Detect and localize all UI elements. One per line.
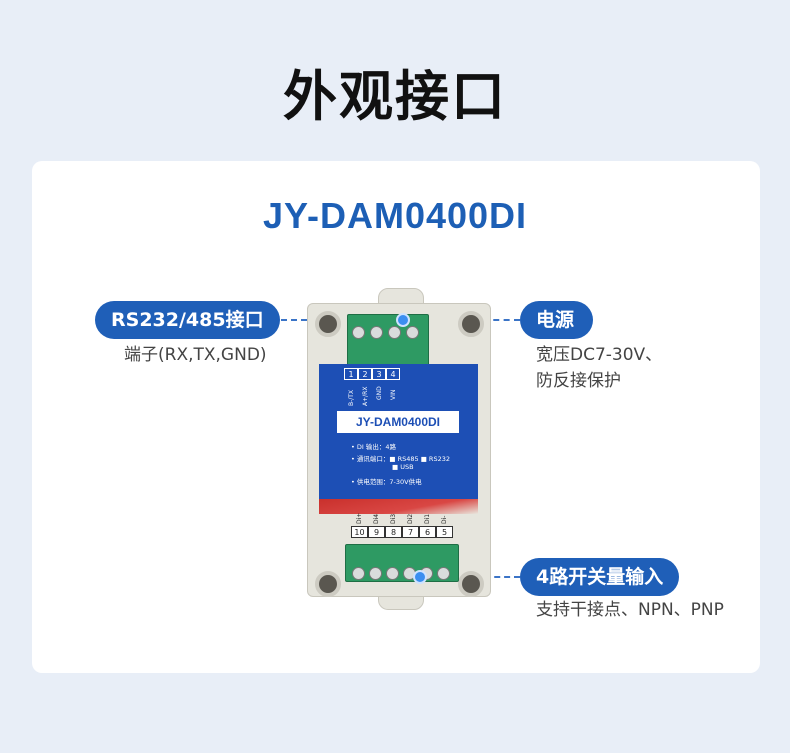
top-pin-label: A+/RX <box>362 386 369 406</box>
screw-icon <box>437 567 450 580</box>
mount-hole-icon <box>458 311 484 337</box>
spec-line: • 通讯端口：■ RS485 ■ RS232 <box>351 455 450 463</box>
screw-icon <box>352 326 365 339</box>
device-red-strip <box>319 499 478 514</box>
digital-input-marker-icon <box>413 570 427 584</box>
device-model-label: JY-DAM0400DI <box>337 411 459 433</box>
screw-icon <box>352 567 365 580</box>
bottom-pin-label: Di1 <box>424 513 431 524</box>
bottom-pin-number: 5 <box>436 526 453 538</box>
page-title: 外观接口 <box>283 65 507 128</box>
bottom-pin-label: Di- <box>441 515 448 524</box>
mount-hole-icon <box>315 571 341 597</box>
top-terminal-block <box>347 314 429 366</box>
bottom-pin-label: Di+ <box>356 512 363 524</box>
bottom-pin-label: Di3 <box>390 513 397 524</box>
power-pill: 电源 <box>520 301 593 339</box>
bottom-pin-number: 6 <box>419 526 436 538</box>
top-pin-label: VIN <box>390 389 397 400</box>
spec-line: • 供电范围：7-30V供电 <box>351 478 422 486</box>
bottom-pin-number: 9 <box>368 526 385 538</box>
top-pin-numbers: 1 2 3 4 <box>344 368 400 380</box>
mount-hole-icon <box>458 571 484 597</box>
bottom-pin-number: 7 <box>402 526 419 538</box>
top-pin-number: 2 <box>358 368 372 380</box>
power-caption-line2: 防反接保护 <box>536 371 621 391</box>
bottom-pin-numbers: 10 9 8 7 6 5 <box>351 526 453 538</box>
serial-port-pill: RS232/485接口 <box>95 301 280 339</box>
power-caption-line1: 宽压DC7-30V、 <box>536 345 663 365</box>
bottom-pin-number: 10 <box>351 526 368 538</box>
digital-input-pill: 4路开关量输入 <box>520 558 680 596</box>
digital-input-caption: 支持干接点、NPN、PNP <box>536 600 724 620</box>
top-pin-label: B-/TX <box>348 389 355 406</box>
serial-port-caption: 端子(RX,TX,GND) <box>124 345 267 365</box>
screw-icon <box>406 326 419 339</box>
screw-icon <box>388 326 401 339</box>
mount-hole-icon <box>315 311 341 337</box>
screw-icon <box>369 567 382 580</box>
device-illustration: 1 2 3 4 B-/TX A+/RX GND VIN JY-DAM0400DI… <box>300 288 496 610</box>
top-pin-number: 4 <box>386 368 400 380</box>
spec-line: • DI 输出：4路 <box>351 443 397 451</box>
screw-icon <box>370 326 383 339</box>
model-title: JY-DAM0400DI <box>262 195 528 236</box>
bottom-pin-label: Di4 <box>373 513 380 524</box>
top-pin-number: 3 <box>372 368 386 380</box>
serial-port-marker-icon <box>396 313 410 327</box>
bottom-pin-label: Di2 <box>407 513 414 524</box>
spec-line: ■ USB <box>392 463 414 471</box>
top-pin-label: GND <box>376 386 383 400</box>
screw-icon <box>386 567 399 580</box>
top-pin-number: 1 <box>344 368 358 380</box>
bottom-pin-number: 8 <box>385 526 402 538</box>
